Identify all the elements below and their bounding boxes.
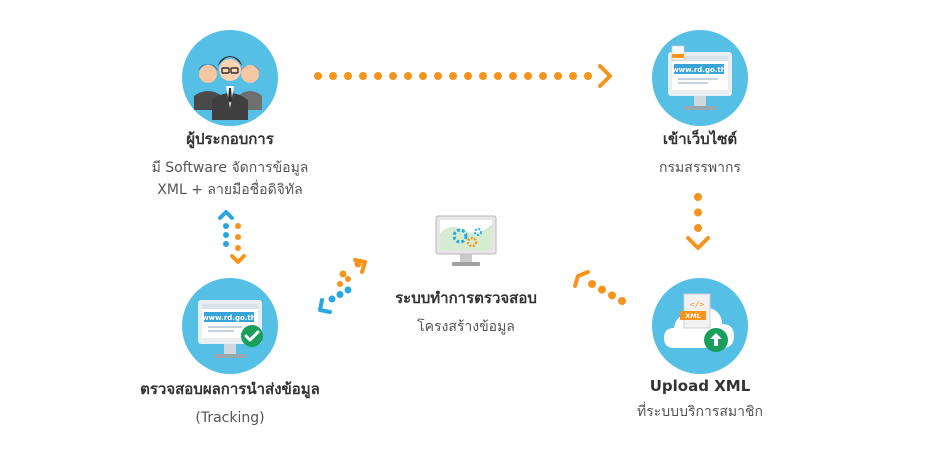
node-entrepreneur: [182, 30, 278, 126]
arrow-left-blue-head: [218, 210, 234, 220]
arrow-left-orange-dots: [235, 223, 241, 251]
tracking-url: www.rd.go.th: [202, 314, 256, 322]
website-url: www.rd.go.th: [672, 66, 726, 74]
tracking-label: ตรวจสอบผลการนำส่งข้อมูล (Tracking): [110, 377, 350, 429]
entrepreneur-desc-line2: XML + ลายมือชื่อดิจิทัล: [157, 182, 303, 198]
cloud-upload-icon: </> XML: [652, 278, 748, 374]
arrow-center-head: [573, 270, 590, 288]
tracking-desc: (Tracking): [195, 410, 265, 426]
monitor-check-icon: www.rd.go.th: [182, 278, 278, 374]
tracking-title: ตรวจสอบผลการนำส่งข้อมูล: [140, 380, 320, 398]
entrepreneur-desc: มี Software จัดการข้อมูล XML + ลายมือชื่…: [130, 157, 330, 201]
system-label: ระบบทำการตรวจสอบ โครงสร้างข้อมูล: [366, 286, 566, 338]
system-monitor-icon: [434, 214, 498, 270]
arrow-diag-orange-dots: [339, 260, 362, 278]
svg-text:</>: </>: [690, 300, 705, 309]
upload-desc: ที่ระบบบริการสมาชิก: [637, 404, 763, 420]
system-desc: โครงสร้างข้อมูล: [417, 319, 515, 335]
node-tracking: www.rd.go.th: [182, 278, 278, 374]
upload-title: Upload XML: [649, 377, 751, 395]
website-title: เข้าเว็บไซต์: [662, 130, 738, 148]
website-label: เข้าเว็บไซต์ กรมสรรพากร: [600, 127, 800, 179]
upload-xml-badge: XML: [685, 312, 701, 320]
arrow-top-head: [598, 64, 612, 88]
entrepreneur-title: ผู้ประกอบการ: [186, 130, 274, 148]
node-website: www.rd.go.th: [652, 30, 748, 126]
business-people-icon: [182, 30, 278, 126]
arrow-diag-blue-head: [318, 298, 332, 314]
arrow-left-orange-head: [230, 254, 246, 264]
arrow-left-blue-dots: [223, 223, 229, 247]
node-upload: </> XML: [652, 278, 748, 374]
arrow-center-dots: [588, 280, 626, 305]
arrow-diag-blue-dots: [328, 286, 352, 303]
arrow-diag-orange-dots2: [337, 276, 351, 287]
arrow-diag-orange-head: [353, 258, 367, 274]
entrepreneur-desc-line1: มี Software จัดการข้อมูล: [151, 160, 309, 176]
entrepreneur-label: ผู้ประกอบการ มี Software จัดการข้อมูล XM…: [130, 127, 330, 201]
arrow-top-dots: [314, 72, 592, 80]
computer-monitor-icon: www.rd.go.th: [652, 30, 748, 126]
website-desc: กรมสรรพากร: [659, 160, 741, 176]
arrow-right-dots: [694, 193, 702, 232]
arrow-right-head: [686, 236, 710, 250]
system-title: ระบบทำการตรวจสอบ: [395, 289, 537, 307]
upload-label: Upload XML ที่ระบบบริการสมาชิก: [600, 377, 800, 423]
